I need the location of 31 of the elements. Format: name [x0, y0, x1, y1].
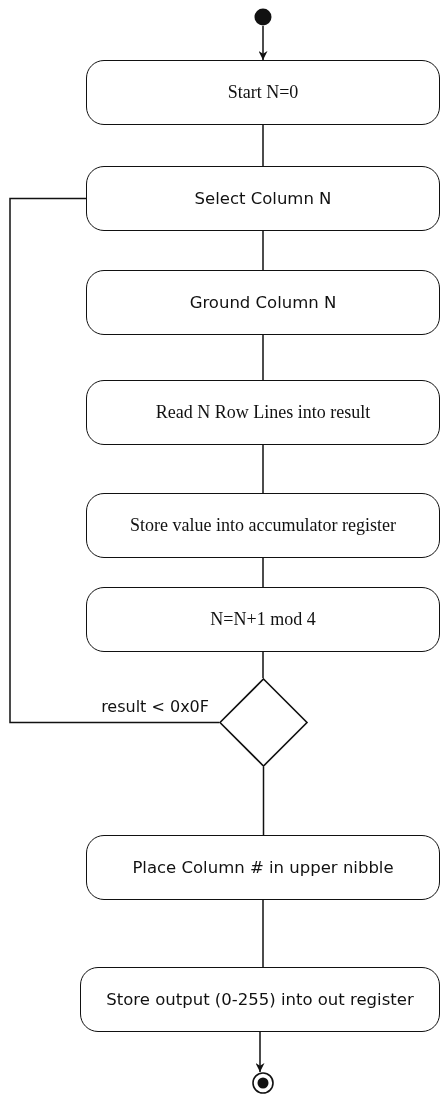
start-dot: [254, 8, 272, 26]
step-text: N=N+1 mod 4: [210, 609, 316, 630]
connector-line: [262, 334, 264, 381]
step-text: Place Column # in upper nibble: [132, 858, 394, 877]
decision-diamond: [219, 678, 308, 767]
connector-line: [262, 651, 264, 679]
connector-line: [262, 124, 264, 167]
process-box: [80, 967, 440, 1032]
process-box: [86, 166, 440, 231]
arrow: [255, 1031, 265, 1073]
step-text: Ground Column N: [189, 293, 337, 312]
process-box: [86, 587, 440, 652]
arrow: [258, 25, 268, 61]
connector-line: [262, 899, 264, 968]
connector-line: [262, 557, 264, 588]
process-box: [86, 270, 440, 335]
step-text: Store value into accumulator register: [130, 515, 396, 536]
process-box: [86, 493, 440, 558]
process-box: [86, 60, 440, 125]
step-text: Store output (0-255) into out register: [106, 990, 414, 1009]
connector-line: [262, 444, 264, 494]
connector-line: [262, 230, 264, 271]
connector-line: [9, 197, 220, 724]
step-text: Read N Row Lines into result: [155, 402, 371, 423]
process-box: [86, 380, 440, 445]
process-box: [86, 835, 440, 900]
connector-line: [262, 766, 265, 836]
end-bullseye: [252, 1072, 274, 1094]
step-text: Start N=0: [227, 82, 299, 103]
step-text: Select Column N: [194, 189, 332, 208]
edge-label: result < 0x0F: [101, 696, 209, 716]
